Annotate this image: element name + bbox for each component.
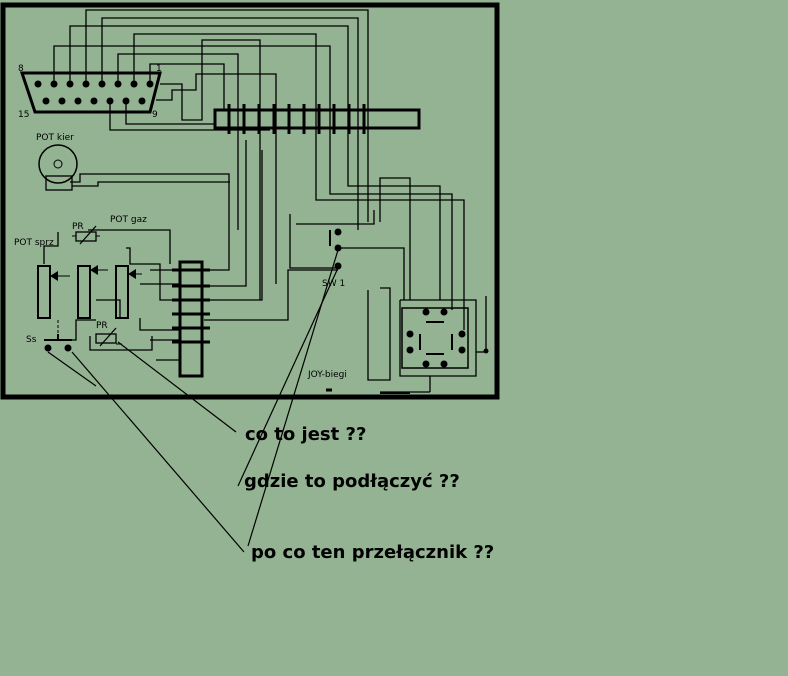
switch-ss <box>44 334 72 352</box>
pot-kier-label: POT kier <box>36 133 74 143</box>
pr-bottom-label: PR <box>96 321 108 331</box>
joy-biegi-block <box>401 307 489 369</box>
wires <box>43 9 488 393</box>
trimmer-pr-top <box>72 225 100 245</box>
pot-kier <box>38 144 78 191</box>
sw1-label: SW 1 <box>322 279 345 289</box>
slider-pots <box>37 265 142 338</box>
trimmer-pr-bottom <box>95 327 122 347</box>
pin-15-label: 15 <box>18 110 29 120</box>
terminal-strip-horizontal <box>213 104 421 134</box>
pot-sprz-label: POT sprz <box>14 238 54 248</box>
question-what-is-it: co to jest ?? <box>245 424 366 445</box>
annotation-pointers <box>47 249 339 553</box>
terminal-strip-vertical <box>172 260 210 378</box>
joy-biegi-label: JOY-biegi <box>307 370 347 380</box>
switch-sw1 <box>329 228 342 270</box>
pr-top-label: PR <box>72 222 84 232</box>
panel-frame <box>0 2 500 400</box>
db15-connector <box>19 71 162 114</box>
pin-9-label: 9 <box>152 110 158 120</box>
question-why-switch: po co ten przełącznik ?? <box>251 542 494 563</box>
pin-1-label: 1 <box>156 64 162 74</box>
ss-label: Ss <box>26 335 37 345</box>
pin-8-label: 8 <box>18 64 24 74</box>
question-where-connect: gdzie to podłączyć ?? <box>244 471 460 492</box>
pot-gaz-label: POT gaz <box>110 215 147 225</box>
